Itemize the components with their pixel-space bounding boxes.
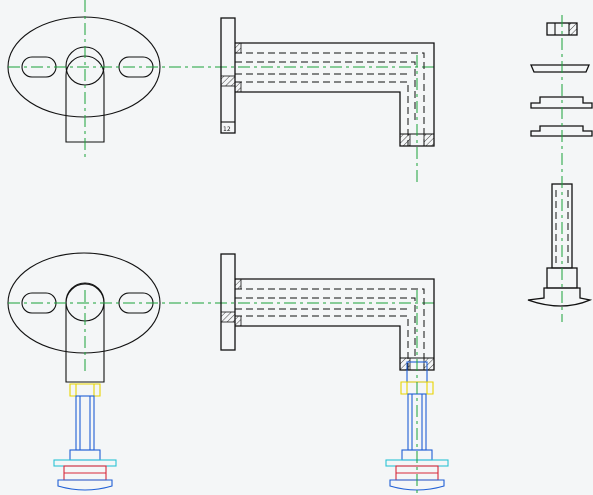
section-hatch-bottom xyxy=(234,315,242,327)
section-hatch-mid xyxy=(220,75,236,87)
mounting-plate xyxy=(220,17,236,134)
section-hatch-top xyxy=(234,278,242,290)
arm-inner-hidden xyxy=(235,288,425,370)
bolt-shank-blue xyxy=(75,395,95,451)
arm-outer xyxy=(235,42,435,147)
mounting-plate xyxy=(220,253,236,351)
dimension-label: 12 xyxy=(223,126,231,133)
exploded-fastener-parts xyxy=(527,15,593,322)
foot-hatch-left xyxy=(399,133,411,147)
arm-outer xyxy=(235,278,435,371)
arm-inner-hidden xyxy=(235,52,425,146)
foot-blue xyxy=(389,479,445,491)
nut-yellow xyxy=(400,381,434,395)
foot-hatch-left xyxy=(399,357,411,371)
washer-1 xyxy=(530,64,590,73)
washer-3 xyxy=(530,125,593,137)
nut-yellow xyxy=(69,383,101,397)
section-hatch-bottom xyxy=(234,81,242,93)
foot-hatch-right xyxy=(423,133,435,147)
washer-2 xyxy=(530,96,593,109)
bolt-collar-blue xyxy=(69,449,101,461)
bracket-section-view: 12 xyxy=(220,17,435,186)
boss-outline xyxy=(65,55,105,143)
foot-hatch-right xyxy=(423,357,435,371)
assembled-bracket-section-view xyxy=(220,253,449,495)
nut-hatch xyxy=(568,22,578,36)
washer-cyan xyxy=(53,459,117,467)
section-hatch-mid xyxy=(220,311,236,323)
foot-blue xyxy=(57,479,113,491)
section-hatch-top xyxy=(234,42,242,54)
bolt-foot xyxy=(527,287,593,307)
